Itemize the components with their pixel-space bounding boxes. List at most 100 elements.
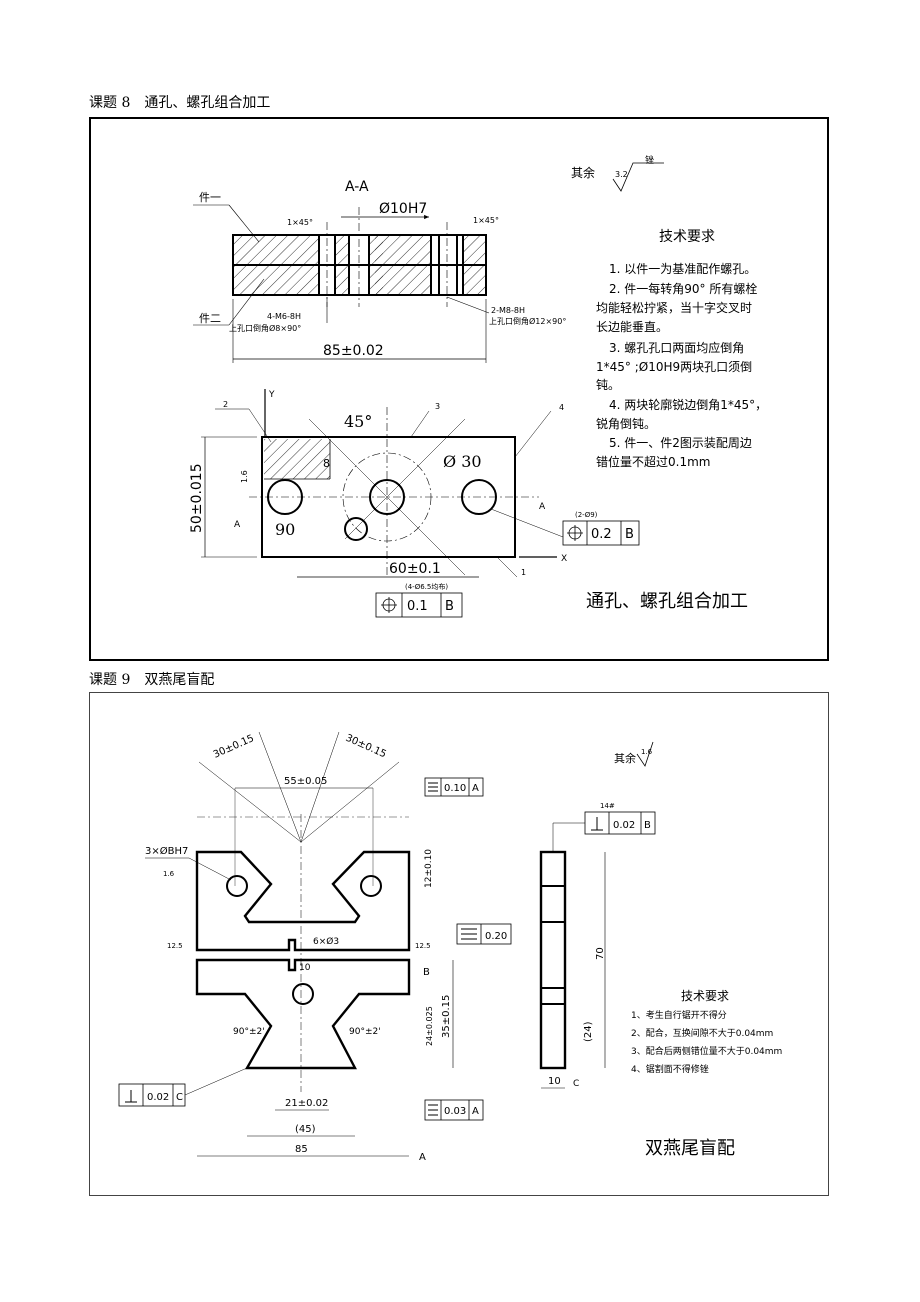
fcf-flat2-val: 0.03 [444,1106,466,1117]
leader-2: 2 [223,400,228,409]
req-line: 1*45° ;Ø10H9两块孔口须倒 [596,360,752,374]
datum-b: B [423,967,430,978]
dim-6x3: 6×Ø3 [313,936,339,947]
side-fcf-datum: B [644,820,651,831]
side-note: 14# [600,802,615,810]
dim-55: 55±0.05 [284,776,327,787]
angle-90: 90 [275,520,295,539]
req-line: 3. 螺孔孔口两面均应倒角 [609,340,744,355]
dim-21: 21±0.02 [285,1098,328,1109]
fcf-datum: B [625,527,634,542]
fcf2-note: (4-Ø6.5均布) [405,582,448,591]
dia-30: Ø 30 [443,452,482,471]
req-line: 错位量不超过0.1mm [596,454,710,469]
fcf-flat-val: 0.10 [444,783,466,794]
task8-req-title: 技术要求 [659,229,715,245]
fcf-flat-box [424,777,484,797]
task9-rest-value: 1.6 [641,748,653,756]
thread-right-note: 上孔口倒角Ø12×90° [489,316,566,326]
ra-125a: 12.5 [167,942,183,950]
chamfer-right: 1×45° [473,216,499,225]
leader-4: 4 [559,403,564,412]
side-view-outline [539,850,567,1070]
thread-right: 2-M8-8H [491,306,525,315]
req-line: 均能轻松拧紧，当十字交叉时 [596,300,752,315]
side-fcf-val: 0.02 [613,820,635,831]
thread-left: 4-M6-8H [267,312,301,321]
section-label: A-A [345,179,369,195]
req-line: 钝。 [596,378,620,392]
side-10: 10 [548,1076,561,1087]
task9-rest-label: 其余 [614,751,636,765]
fcf-perp-datum: C [176,1092,183,1103]
fcf-perp-val: 0.02 [147,1092,169,1103]
holes-dim: 3×ØBH7 [145,845,188,857]
task9-requirements: 1、考生自行锯开不得分 2、配合，互换间隙不大于0.04mm 3、配合后两侧错位… [631,1009,782,1075]
task8-requirements: 1. 以件一为基准配作螺孔。 2. 件一每转角90° 所有螺栓 均能轻松拧紧，当… [596,262,767,469]
dim-85: 85 [295,1144,308,1155]
dim-30b: 30±0.15 [344,733,388,761]
rest-roughness-label: 其余 [571,165,595,180]
fcf-note: (2-Ø9) [575,511,598,519]
rest-roughness-method: 锉 [645,154,654,166]
fcf-flat2-datum: A [472,1106,479,1117]
req-line: 锐角倒钝。 [596,417,656,431]
task9-drawing: 30±0.15 30±0.15 55±0.05 0.10 A 3×ØBH7 1.… [118,731,782,1163]
rest-roughness-value: 3.2 [615,170,628,179]
fcf-020: 0.20 [485,931,507,942]
upper-hole-left [226,875,248,897]
roughness-symbol-icon [612,162,664,192]
upper-hole-right [360,875,382,897]
dim-24: 24±0.025 [425,1006,434,1046]
fcf2-value: 0.1 [407,599,428,614]
angle-45: 45° [344,412,372,431]
dim-8: 8 [323,457,330,470]
side-24: (24) [583,1021,594,1042]
req-line: 1. 以件一为基准配作螺孔。 [609,262,756,276]
req-line: 2. 件一每转角90° 所有螺栓 [609,281,757,296]
datum-c: C [573,1079,579,1089]
length-dim: 85±0.02 [323,343,384,359]
dim-10: 10 [299,963,311,973]
span-dim: 60±0.1 [389,561,441,577]
req-line: 1、考生自行锯开不得分 [631,1009,727,1021]
dim-45: (45) [295,1124,316,1135]
bore-dim: Ø10H7 [379,201,427,217]
angle-left: 90°±2' [233,1027,265,1037]
task9-req-title: 技术要求 [681,989,729,1003]
part2-label: 件二 [199,312,221,325]
fcf-value: 0.2 [591,527,612,542]
hole-ra: 1.6 [163,870,175,878]
datum-a: A [419,1152,426,1163]
req-line: 3、配合后两侧错位量不大于0.04mm [631,1045,782,1057]
axis-y: Y [268,390,275,400]
req-line: 长边能垂直。 [596,320,668,334]
section-view [232,207,487,307]
fcf2-box [375,592,463,618]
section-a-right: A [539,502,546,512]
leader-3: 3 [435,402,440,411]
req-line: 5. 件一、件2图示装配周边 [609,436,752,450]
side-70: 70 [595,947,606,960]
fcf-box [562,520,640,546]
fcf-flat-datum: A [472,783,479,794]
lower-hole [292,983,314,1005]
req-line: 4、锯割面不得修锉 [631,1063,709,1075]
ra-16: 1.6 [240,470,249,483]
thread-left-note: 上孔口倒角Ø8×90° [229,323,301,333]
lower-part-outline [195,958,411,1070]
ra-125b: 12.5 [415,942,431,950]
task8-title: 通孔、螺孔组合加工 [586,591,748,612]
dim-30a: 30±0.15 [212,733,256,761]
axis-x: X [561,554,567,564]
section-a-left: A [234,520,241,530]
dim-35: 35±0.15 [441,995,452,1038]
hole-small [344,517,368,541]
angle-right: 90°±2' [349,1027,381,1037]
req-line: 4. 两块轮廓锐边倒角1*45°， [609,397,767,412]
leader-1: 1 [521,568,526,577]
task9-title: 双燕尾盲配 [645,1138,735,1159]
roughness-symbol-icon [636,741,654,767]
fcf-020-box [456,923,512,945]
dim-12: 12±0.10 [424,849,434,888]
